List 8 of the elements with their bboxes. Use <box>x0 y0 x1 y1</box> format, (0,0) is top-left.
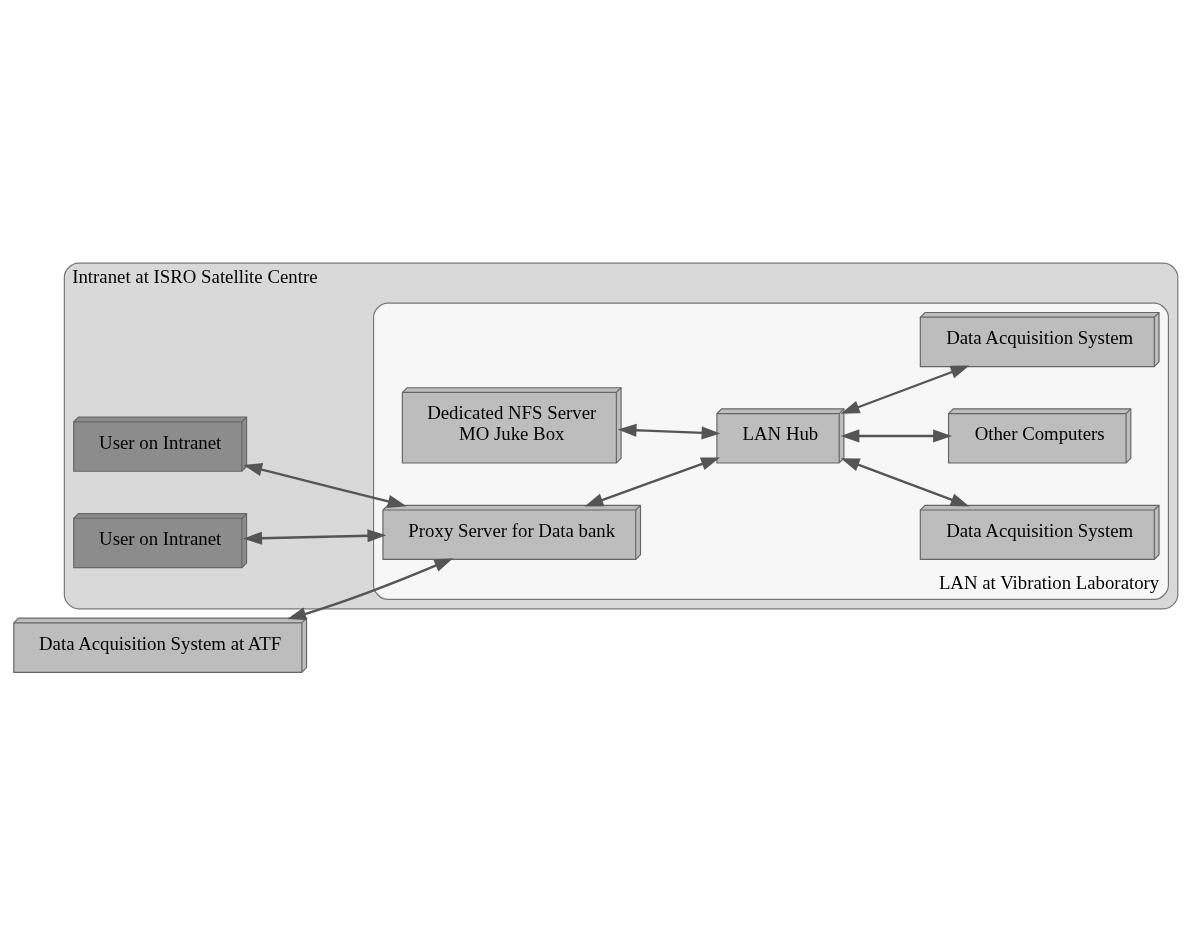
arrow <box>617 423 721 439</box>
arrow <box>840 364 970 414</box>
arrow <box>584 456 720 506</box>
arrow <box>243 528 387 545</box>
arrow <box>287 557 454 620</box>
arrow <box>243 462 407 508</box>
arrow <box>840 428 952 443</box>
arrow <box>840 457 970 506</box>
